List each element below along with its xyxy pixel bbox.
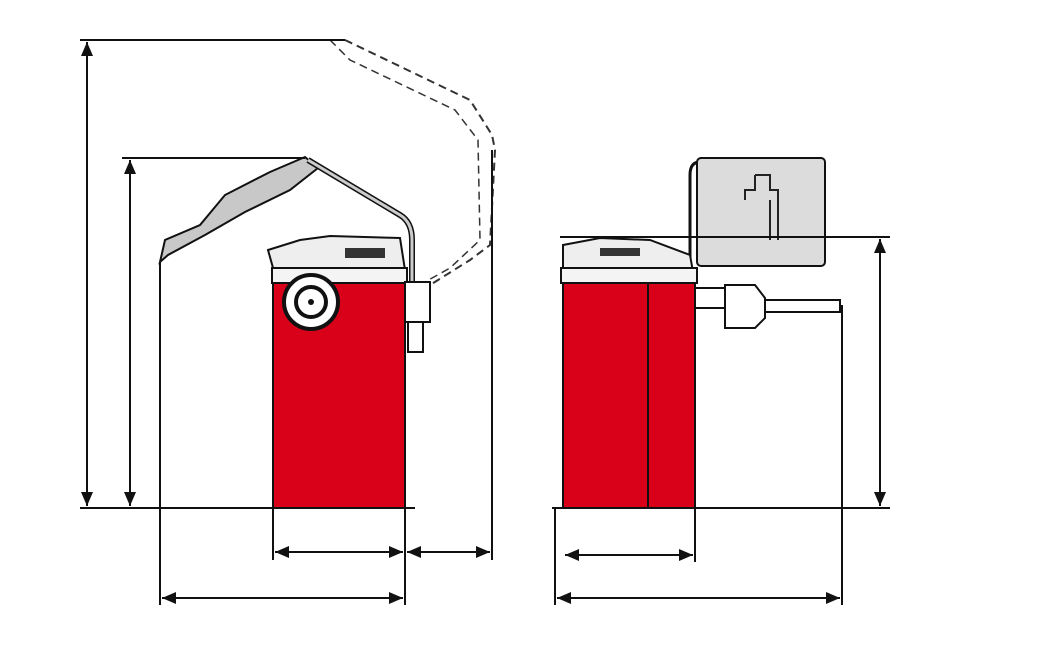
raised-hood-outline [344,39,497,286]
dimension-lines [80,39,890,605]
monitor [696,157,826,267]
front-view [158,39,497,509]
cabinet [562,282,696,509]
side-view [560,157,841,509]
balancing-shaft [694,284,841,329]
side-panel [404,281,431,323]
raised-hood-outline-inner [329,39,481,283]
